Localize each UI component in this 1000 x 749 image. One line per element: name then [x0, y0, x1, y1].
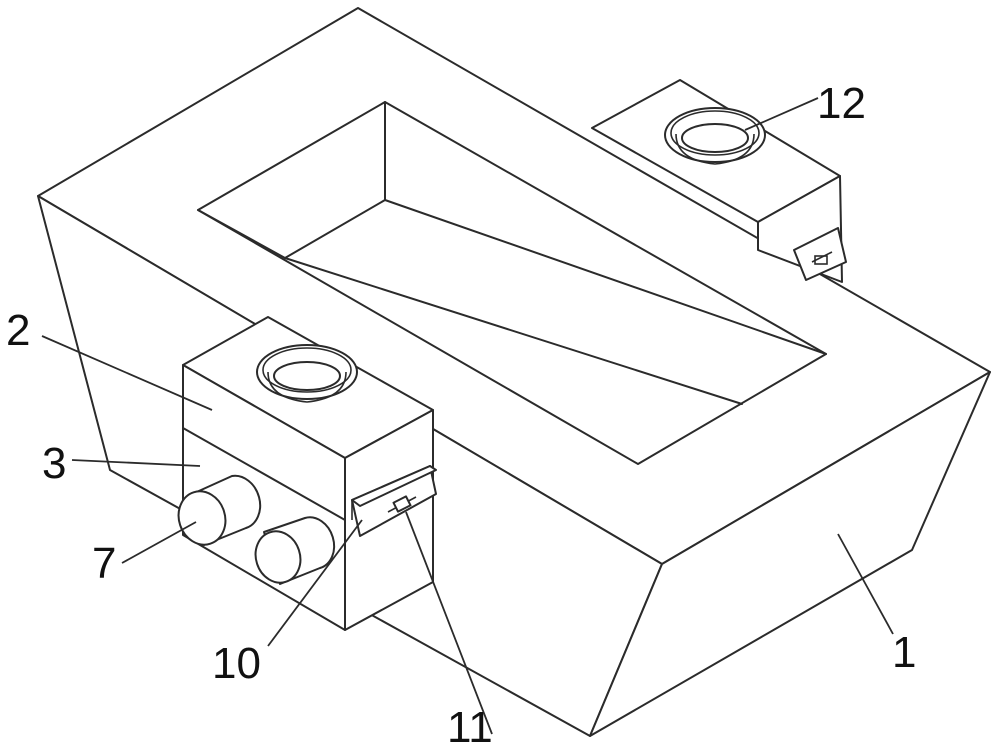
leader-10 — [267, 519, 363, 647]
callout-7: 7 — [92, 539, 116, 588]
knob-lower — [254, 516, 336, 585]
tray-right-face — [589, 371, 991, 737]
leader-2 — [41, 335, 213, 411]
callout-3: 3 — [42, 439, 66, 488]
front-clip — [351, 465, 437, 537]
callout-11: 11 — [447, 703, 493, 749]
callouts: 1 2 3 7 10 11 12 — [6, 79, 916, 749]
rear-nozzle — [664, 107, 766, 165]
leader-3 — [71, 459, 201, 467]
tray-inner-floor-edge — [284, 257, 743, 405]
front-box-split-line — [182, 427, 346, 521]
callout-10: 10 — [212, 639, 261, 688]
knob-upper — [177, 474, 262, 546]
leader-11 — [405, 511, 493, 735]
rear-clip — [793, 227, 847, 281]
front-nozzle — [256, 344, 358, 403]
leader-lines — [41, 97, 894, 735]
front-box — [177, 316, 437, 631]
callout-12: 12 — [817, 79, 866, 128]
callout-2: 2 — [6, 306, 30, 355]
callout-1: 1 — [892, 628, 916, 677]
leader-12 — [744, 97, 819, 131]
rear-clip-slot — [814, 255, 828, 265]
leader-7 — [121, 521, 197, 564]
rear-box — [591, 79, 847, 283]
leader-1 — [837, 533, 894, 635]
